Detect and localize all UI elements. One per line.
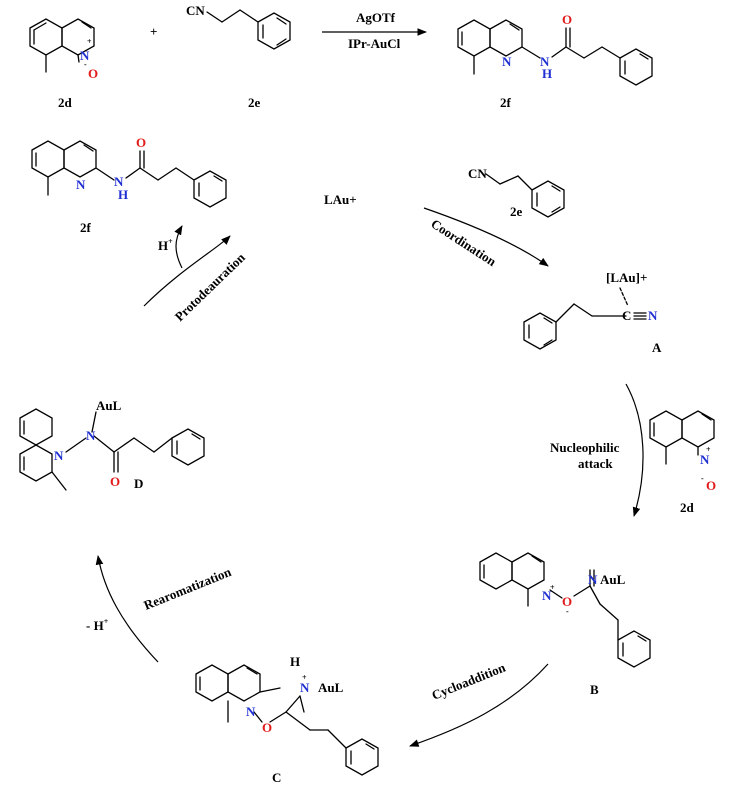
atom-n: N [114, 174, 124, 189]
cn-group: CN [186, 3, 205, 18]
atom-n: N [540, 54, 550, 69]
attack-label: attack [578, 456, 613, 471]
atom-n: N [300, 680, 310, 695]
cn-group: CN [468, 166, 487, 181]
coordination-arrow [423, 207, 549, 267]
molecule-2d-top [29, 18, 95, 73]
atom-n: N [76, 177, 86, 192]
label-b: B [590, 682, 599, 697]
charge-plus: + [550, 583, 555, 592]
molecule-a [523, 303, 647, 350]
cycloaddition-arrow [409, 663, 549, 747]
rearomatization-arrow [95, 555, 159, 663]
label-2d: 2d [58, 95, 73, 110]
minus-h-plus: - H+ [86, 617, 109, 633]
atom-n: N [700, 452, 710, 467]
label-c: C [272, 770, 281, 785]
h-plus: H+ [158, 237, 173, 253]
coordination-bond [619, 287, 629, 307]
h-plus-release-arrow [174, 225, 183, 269]
charge-plus: + [87, 37, 92, 46]
charge-plus: + [302, 673, 307, 682]
molecule-c [195, 664, 379, 776]
atom-n: N [648, 308, 658, 323]
protodeauration-label: Protodeauration [172, 249, 249, 324]
lau-complex: [LAu]+ [606, 270, 647, 285]
atom-n: N [542, 588, 552, 603]
atom-o: O [262, 720, 272, 735]
label-d: D [134, 476, 143, 491]
nucleophilic-label: Nucleophilic [550, 440, 620, 455]
atom-n: N [54, 448, 64, 463]
label-2f: 2f [500, 95, 512, 110]
label-2e: 2e [248, 95, 261, 110]
label-2f-cycle: 2f [80, 220, 92, 235]
molecule-2f-top [457, 19, 653, 86]
coordination-label: Coordination [428, 216, 499, 270]
atom-o: O [110, 474, 120, 489]
atom-n: N [80, 48, 90, 63]
aul-group: AuL [96, 398, 122, 413]
molecule-2d-cycle [649, 410, 715, 465]
label-2d-cycle: 2d [680, 500, 695, 515]
charge-plus: + [706, 445, 711, 454]
protodeauration-arrow [143, 235, 231, 307]
charge-minus: - [566, 607, 569, 616]
atom-o: O [136, 135, 146, 150]
atom-h: H [542, 66, 552, 81]
catalyst-label: LAu+ [324, 192, 357, 207]
cycloaddition-label: Cycloaddition [430, 659, 509, 702]
nucleophilic-attack-arrow [625, 383, 644, 517]
molecule-2e-cycle [485, 173, 565, 218]
charge-minus: - [701, 474, 704, 483]
reagent-ipr-aucl: IPr-AuCl [348, 36, 401, 51]
molecule-2e-top [206, 9, 291, 50]
atom-c: C [622, 308, 631, 323]
atom-o: O [562, 12, 572, 27]
atom-o: O [562, 594, 572, 609]
molecule-2f-cycle [31, 140, 227, 208]
atom-o: O [88, 66, 98, 81]
aul-group: AuL [600, 572, 626, 587]
atom-n: N [246, 704, 256, 719]
plus-sign: + [150, 24, 157, 39]
atom-n: N [502, 54, 512, 69]
atom-h: H [118, 187, 128, 202]
charge-minus: - [84, 60, 87, 69]
label-a: A [652, 340, 662, 355]
molecule-d [19, 408, 205, 491]
reagent-agotf: AgOTf [356, 10, 396, 25]
rearomatization-label: Rearomatization [142, 564, 234, 613]
atom-h: H [290, 654, 300, 669]
aul-group: AuL [318, 680, 344, 695]
atom-o: O [706, 478, 716, 493]
atom-n: N [588, 572, 598, 587]
atom-n: N [86, 428, 96, 443]
label-2e-cycle: 2e [510, 204, 523, 219]
molecule-b [479, 552, 651, 668]
